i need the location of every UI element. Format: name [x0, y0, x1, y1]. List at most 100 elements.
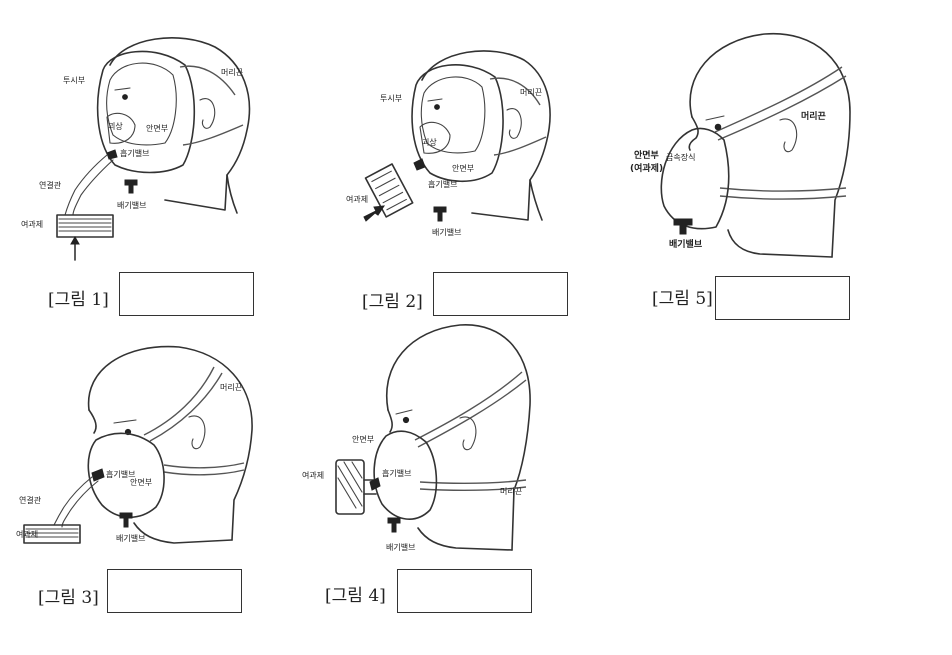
- inhale-valve-mark: [413, 158, 426, 171]
- label-inner-mask: 괴상: [108, 121, 123, 131]
- head-strap-1: [179, 65, 236, 96]
- filter-canister: [23, 524, 81, 544]
- label-inhale-valve: 흡기밸브: [106, 469, 135, 479]
- hose-lower: [72, 159, 114, 216]
- label-straps: 머리끈: [221, 68, 243, 77]
- figure-2-answer-box[interactable]: [433, 272, 568, 316]
- head-outline: [689, 32, 851, 258]
- figure-4-answer-box[interactable]: [397, 569, 532, 613]
- visor-inner: [420, 76, 486, 154]
- ear: [506, 108, 522, 139]
- cup-mask: [660, 127, 730, 230]
- label-straps: 머리끈: [801, 110, 826, 122]
- head-outline: [421, 50, 551, 221]
- hose-lower: [61, 480, 99, 528]
- mask-frame: [96, 50, 196, 174]
- ear: [199, 98, 216, 129]
- figure-3-label: [그림 3]: [38, 588, 99, 608]
- inflow-arrow: [363, 205, 386, 222]
- filter-cartridge: [364, 163, 414, 218]
- head-strap-upper: [414, 371, 523, 441]
- label-exhale-valve: 배기밸브: [669, 238, 703, 250]
- label-metal-clip: 금속장식: [666, 152, 695, 162]
- mask-frame: [411, 64, 504, 183]
- ear: [459, 416, 477, 451]
- figure-4-diagram: 안면부 여과제 흡기밸브 머리끈 배기밸브: [302, 324, 531, 552]
- head-strap-upper-2: [417, 379, 527, 448]
- figure-3-answer-box[interactable]: [107, 569, 242, 613]
- eyebrow: [427, 98, 443, 102]
- label-facepiece: 안면부: [452, 163, 474, 173]
- exhale-valve-mark: [124, 179, 138, 194]
- label-facepiece: 안면부: [146, 123, 168, 133]
- head-strap-lower-2: [419, 486, 527, 491]
- head-strap-lower: [719, 187, 847, 192]
- face-profile: [688, 116, 699, 151]
- eye: [434, 104, 440, 110]
- head-strap-lower: [419, 479, 527, 484]
- back-of-neck: [529, 179, 543, 221]
- label-hose: 연결관: [39, 180, 62, 190]
- figure-1-answer-box[interactable]: [119, 272, 254, 316]
- label-filter: 여과제: [346, 194, 368, 204]
- eye: [402, 416, 410, 424]
- face-profile: [88, 409, 97, 434]
- filter-hatch: [337, 461, 363, 509]
- eyebrow: [395, 409, 413, 415]
- ear: [779, 118, 798, 153]
- head-strap-2: [182, 124, 244, 146]
- head-outline: [385, 324, 531, 551]
- figure-5-answer-box[interactable]: [715, 276, 850, 320]
- eyebrow: [113, 419, 137, 424]
- label-facepiece: 안면부: [130, 477, 152, 487]
- figure-5-diagram: 머리끈 안면부 (여과제) 금속장식 배기밸브: [630, 32, 851, 258]
- label-exhale-valve: 배기밸브: [386, 542, 415, 552]
- ear: [188, 415, 206, 450]
- label-inhale-valve: 흡기밸브: [382, 468, 411, 478]
- label-straps: 머리끈: [220, 383, 242, 392]
- head-strap-lower-2: [163, 469, 245, 476]
- chin-neck: [727, 229, 833, 258]
- hose-upper: [64, 154, 108, 216]
- label-inhale-valve: 흡기밸브: [120, 148, 149, 158]
- half-mask: [87, 432, 165, 518]
- chin-neck: [417, 527, 513, 551]
- filter-cartridge: [335, 459, 365, 515]
- label-facepiece: 안면부: [634, 149, 659, 161]
- head-outline: [109, 37, 251, 211]
- eyebrow: [705, 115, 725, 121]
- label-visor: 투시부: [63, 76, 85, 85]
- label-hose: 연결관: [19, 495, 42, 505]
- hose-upper: [53, 476, 93, 526]
- label-visor: 투시부: [380, 94, 402, 103]
- figure-2-diagram: 투시부 머리끈 괴상 안면부 흡기밸브 여과제 배기밸브: [346, 50, 551, 237]
- label-exhale-valve: 배기밸브: [116, 533, 145, 543]
- filter-canister: [56, 214, 114, 238]
- head-strap-upper-2: [149, 372, 223, 442]
- eye: [122, 94, 128, 100]
- label-filter-sub: (여과제): [630, 162, 663, 174]
- figure-5-label: [그림 5]: [652, 289, 713, 309]
- exhale-valve-mark: [673, 218, 693, 235]
- label-straps: 머리끈: [520, 88, 542, 97]
- inflow-arrowhead: [70, 235, 80, 245]
- label-exhale-valve: 배기밸브: [117, 200, 146, 210]
- exhale-valve-mark: [119, 512, 133, 528]
- exhale-valve-mark: [433, 206, 447, 222]
- inhale-valve-mark: [369, 477, 381, 491]
- face-profile: [387, 409, 393, 433]
- label-filter: 여과제: [21, 219, 43, 229]
- exhale-valve-mark: [387, 517, 401, 533]
- filter-hatch: [25, 528, 79, 538]
- figure-2-label: [그림 2]: [362, 292, 423, 312]
- label-inhale-valve: 흡기밸브: [428, 179, 457, 189]
- head-strap-lower: [163, 462, 245, 469]
- inner-cup: [419, 121, 451, 154]
- head-strap-upper-2: [717, 75, 847, 141]
- chin-neck: [133, 522, 233, 544]
- head-strap-1: [489, 77, 541, 106]
- inhale-valve-mark: [106, 149, 118, 160]
- figure-1-diagram: 투시부 머리끈 괴상 안면부 흡기밸브 연결관 여과제 배기밸브: [21, 37, 251, 261]
- head-strap-upper: [143, 366, 215, 436]
- head-outline: [87, 345, 253, 541]
